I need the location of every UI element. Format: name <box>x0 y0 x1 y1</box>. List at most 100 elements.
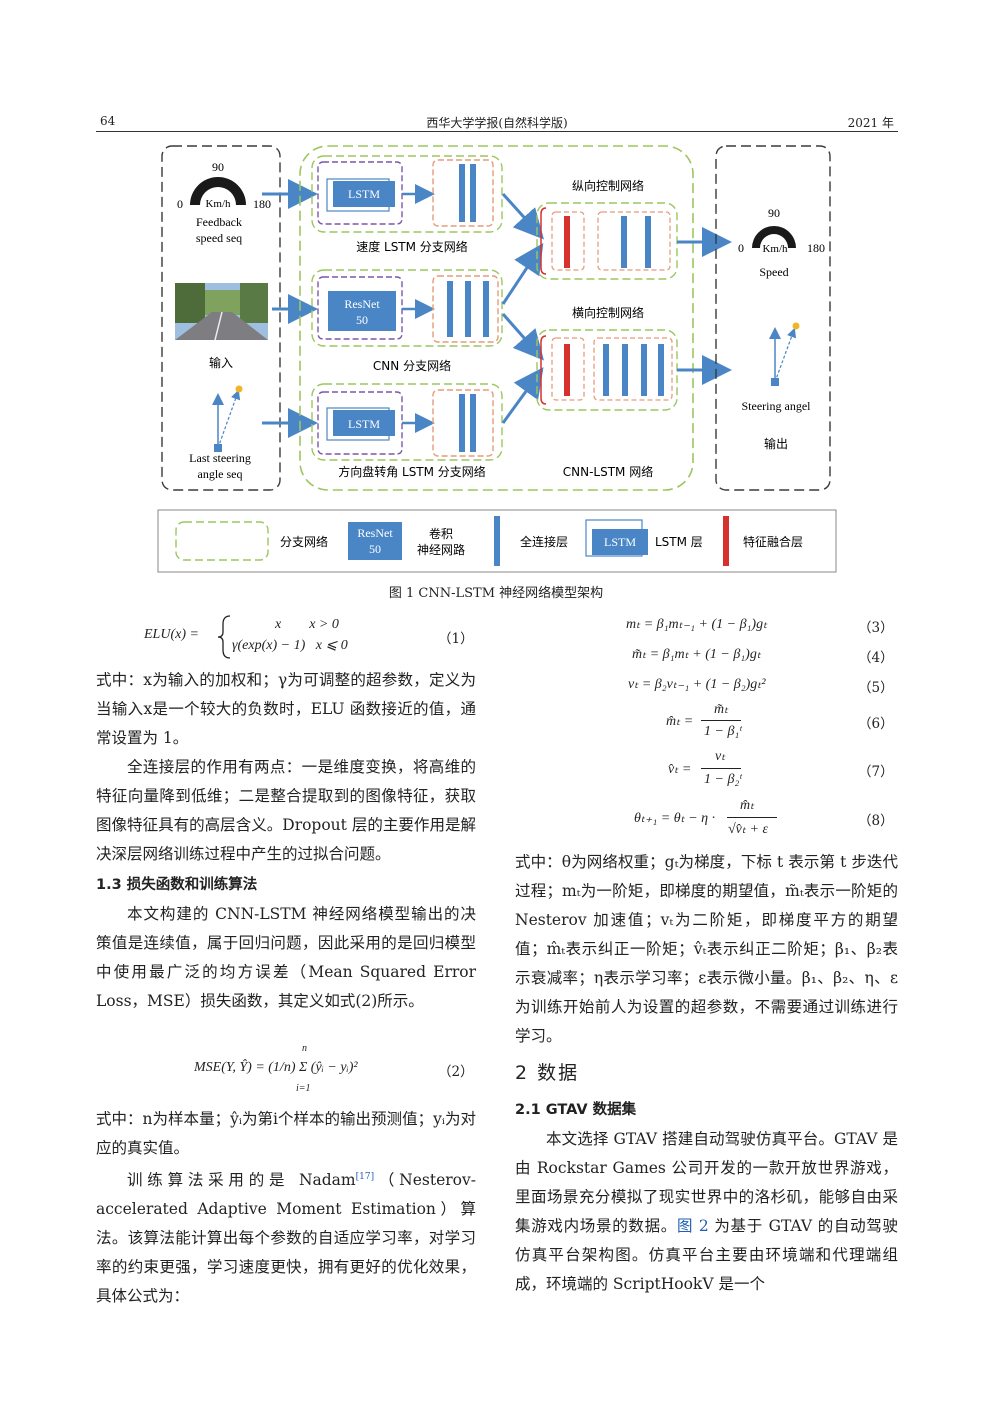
speed-gauge-right-icon: 90 0 180 Km/h <box>738 206 825 255</box>
legend-resnet-top: ResNet <box>357 526 393 540</box>
eq1-brace <box>217 615 231 659</box>
paragraph-nadam: 训练算法采用的是 Nadam[17]（Nesterov-accelerated … <box>96 1163 476 1311</box>
cnn-branch-box <box>311 269 503 347</box>
eq7-fraction-bar <box>701 768 741 769</box>
input-panel <box>161 145 281 491</box>
eq8-lhs: θₜ₊₁ = θₜ − η · <box>634 811 716 826</box>
legend-branch: 分支网络 <box>280 534 328 549</box>
cnn-branch-label: CNN 分支网络 <box>373 358 451 373</box>
output-label: 输出 <box>764 436 788 451</box>
eq8-numerator: m̂ₜ <box>740 798 755 813</box>
gauge-right-unit: Km/h <box>762 243 788 255</box>
legend-resnet-bottom: 50 <box>369 542 381 556</box>
gauge-left-mid: 90 <box>212 160 224 174</box>
eq8-denominator: √v̂ₜ + ε <box>728 822 768 837</box>
eq2-number: （2） <box>438 1064 474 1080</box>
input-label: 输入 <box>209 355 233 370</box>
eq8-number: （8） <box>858 813 894 829</box>
section-1-3-heading: 1.3 损失函数和训练算法 <box>96 877 258 893</box>
speed-seq-label: speed seq <box>196 231 242 245</box>
eq6-lhs: m̂ₜ = <box>666 714 694 729</box>
figure-cnn-lstm-architecture: 90 0 180 Km/h Feedback speed seq 输入 Last… <box>157 145 837 573</box>
legend-lstm-layer: LSTM 层 <box>655 535 703 549</box>
eq1-lhs: ELU(x) = <box>144 627 199 642</box>
left-column-upper: 式中：x为输入的加权和；γ为可调整的超参数，定义为当输入x是一个较大的负数时，E… <box>96 666 476 1016</box>
section-2-1-heading: 2.1 GTAV 数据集 <box>515 1102 637 1118</box>
legend-fusion: 特征融合层 <box>743 534 803 549</box>
angle-seq-label: angle seq <box>198 467 243 481</box>
cnn-lstm-network-box <box>299 145 694 491</box>
right-column-text: 式中：θ为网络权重；gₜ为梯度，下标 t 表示第 t 步迭代过程；mₜ为一阶矩，… <box>515 848 898 1299</box>
eq7-numerator: vₜ <box>715 749 726 764</box>
output-panel <box>715 145 831 491</box>
feedback-label: Feedback <box>196 215 242 229</box>
legend-conv-top: 卷积 <box>429 526 453 541</box>
last-steering-label: Last steering <box>189 451 251 465</box>
eq7-number: （7） <box>858 764 894 780</box>
steering-left-icon <box>212 385 243 452</box>
resnet-block-bottom: 50 <box>356 313 368 327</box>
speed-output-label: Speed <box>759 265 788 279</box>
legend-lstm: LSTM <box>604 535 636 549</box>
steering-output-label: Steering angel <box>742 399 812 413</box>
paragraph-mse-desc: 式中：n为样本量；ŷᵢ为第i个样本的输出预测值；yᵢ为对应的真实值。 <box>96 1110 476 1157</box>
eq6-number: （6） <box>858 716 894 732</box>
paragraph-nadam-desc: 式中：θ为网络权重；gₜ为梯度，下标 t 表示第 t 步迭代过程；mₜ为一阶矩，… <box>515 853 898 1045</box>
gauge-right-mid: 90 <box>768 206 780 220</box>
figure-2-link[interactable]: 图 2 <box>677 1217 709 1235</box>
paragraph-fc-layer: 全连接层的作用有两点：一是维度变换，将高维的特征向量降到低维；二是整合提取到的图… <box>96 758 476 863</box>
eq4: m̃ₜ = β₁mₜ + (1 − β₁)gₜ <box>632 647 761 662</box>
eq3-number: （3） <box>858 620 894 636</box>
speed-gauge-left-icon: 90 0 180 Km/h <box>177 160 271 211</box>
eq1-number: （1） <box>438 631 474 647</box>
page-header: 64 西华大学学报(自然科学版) 2021 年 <box>96 112 898 132</box>
gtav-text-a: 本文选择 GTAV 搭建自动驾驶仿真平台。GTAV 是由 Rockstar Ga… <box>515 1130 898 1235</box>
eq7-denominator: 1 − β₂ᵗ <box>704 772 742 787</box>
speed-lstm-branch-box <box>311 155 503 233</box>
resnet-block-top: ResNet <box>344 297 380 311</box>
page-number: 64 <box>100 114 116 128</box>
steer-lstm-branch-label: 方向盘转角 LSTM 分支网络 <box>338 464 486 479</box>
eq6-numerator: m̃ₜ <box>714 702 729 717</box>
eq4-number: （4） <box>858 650 894 666</box>
eq8-fraction-bar <box>727 817 777 818</box>
citation-17[interactable]: [17] <box>355 1172 375 1182</box>
eq1-case2: γ(exp(x) − 1) x ⩽ 0 <box>232 638 348 653</box>
left-column-lower: 式中：n为样本量；ŷᵢ为第i个样本的输出预测值；yᵢ为对应的真实值。 训练算法采… <box>96 1105 476 1311</box>
legend-fc: 全连接层 <box>520 534 568 549</box>
legend-conv-bottom: 神经网路 <box>417 542 465 557</box>
paragraph-gtav: 本文选择 GTAV 搭建自动驾驶仿真平台。GTAV 是由 Rockstar Ga… <box>515 1125 898 1299</box>
longitudinal-box <box>536 202 678 280</box>
eq5-number: （5） <box>858 680 894 696</box>
eq6-denominator: 1 − β₁ᵗ <box>704 724 742 739</box>
steer-lstm-block: LSTM <box>348 417 380 431</box>
eq2-upper-limit: n <box>302 1043 307 1054</box>
section-2-heading: 2 数据 <box>515 1062 580 1084</box>
paragraph-mse: 本文构建的 CNN-LSTM 神经网络模型输出的决策值是连续值，属于回归问题，因… <box>96 905 476 1010</box>
eq1-case1: x x > 0 <box>275 617 339 632</box>
cnn-lstm-network-label: CNN-LSTM 网络 <box>563 464 653 479</box>
eq6-fraction-bar <box>701 720 741 721</box>
gtav-text-b: 为基于 GTAV 的自动驾驶仿真平台架构图。仿真平台主要由环境端和代理端组成，环… <box>515 1217 898 1293</box>
figure-caption: 图 1 CNN-LSTM 神经网络模型架构 <box>388 586 604 601</box>
legend-box <box>157 509 837 573</box>
gauge-right-max: 180 <box>807 241 825 255</box>
gauge-left-min: 0 <box>177 197 183 211</box>
paragraph-elu-desc: 式中：x为输入的加权和；γ为可调整的超参数，定义为当输入x是一个较大的负数时，E… <box>96 671 476 747</box>
eq3: mₜ = β₁mₜ₋₁ + (1 − β₁)gₜ <box>626 617 768 632</box>
eq5: vₜ = β₂vₜ₋₁ + (1 − β₂)gₜ² <box>628 677 766 692</box>
journal-year: 2021 年 <box>847 116 894 130</box>
eq2: MSE(Y, Ŷ) = (1/n) Σ (ŷᵢ − yᵢ)² <box>194 1060 358 1075</box>
steering-right-icon <box>769 322 800 386</box>
journal-name: 西华大学学报(自然科学版) <box>426 116 568 130</box>
speed-lstm-branch-label: 速度 LSTM 分支网络 <box>356 239 468 254</box>
longitudinal-label: 纵向控制网络 <box>572 178 644 193</box>
gauge-left-max: 180 <box>253 197 271 211</box>
nadam-text-a: 训练算法采用的是 Nadam <box>127 1171 356 1190</box>
lateral-label: 横向控制网络 <box>572 305 644 320</box>
nadam-text-b: （Nesterov-accelerated Adaptive Moment Es… <box>96 1171 476 1306</box>
eq7-lhs: v̂ₜ = <box>668 762 692 777</box>
speed-lstm-block: LSTM <box>348 187 380 201</box>
road-image <box>175 283 268 341</box>
gauge-right-min: 0 <box>738 241 744 255</box>
